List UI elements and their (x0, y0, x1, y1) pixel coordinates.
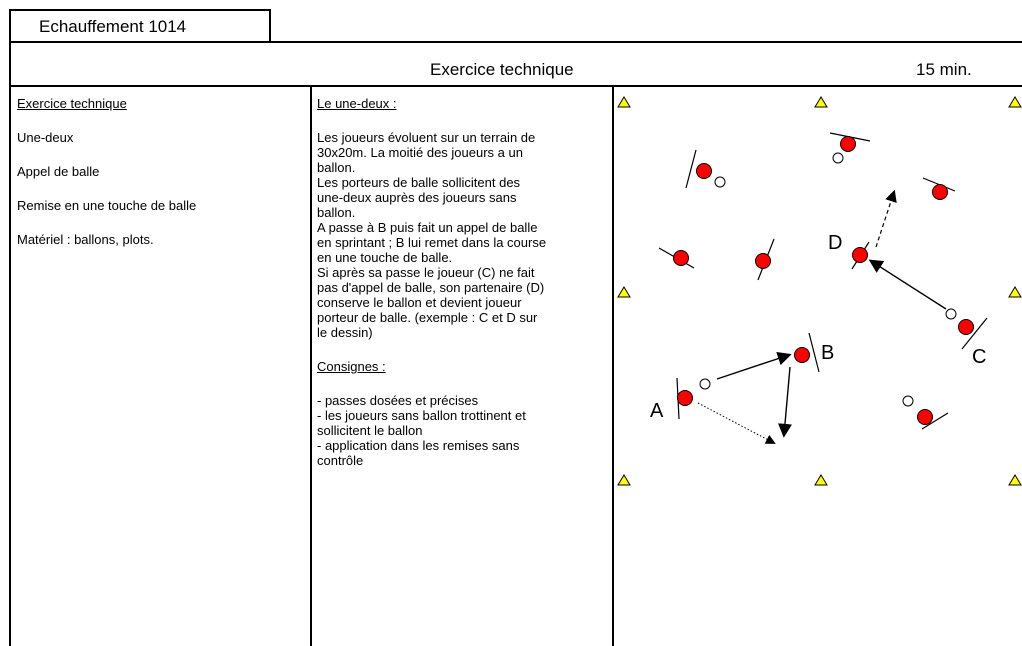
description-line: ballon. (317, 160, 356, 175)
objective-item: Appel de balle (17, 164, 100, 179)
instruction-line: contrôle (317, 453, 364, 468)
exercise-title: Exercice technique (430, 60, 574, 79)
pass-arrow (716, 351, 792, 380)
instruction-line: - passes dosées et précises (317, 393, 479, 408)
player-b: B (794, 332, 834, 373)
cone-marker (1008, 96, 1022, 108)
drill-diagram: D C B A (614, 87, 1022, 646)
cone-marker (814, 474, 828, 486)
session-title: Echauffement 1014 (9, 9, 271, 41)
player-c: C (945, 308, 988, 368)
player-d: D (828, 232, 870, 270)
run-arrow (697, 402, 776, 444)
description-line: Les porteurs de balle sollicitent des (317, 175, 521, 190)
equipment-item: Matériel : ballons, plots. (17, 232, 154, 247)
return-pass-arrow (778, 366, 792, 438)
description-line: ballon. (317, 205, 356, 220)
objectives-heading: Exercice technique (17, 96, 127, 111)
description-line: A passe à B puis fait un appel de balle (317, 220, 538, 235)
cone-marker (1008, 474, 1022, 486)
player (658, 247, 695, 269)
cone-marker (814, 96, 828, 108)
cone-marker (617, 96, 631, 108)
player (922, 177, 956, 200)
objective-item: Remise en une touche de balle (17, 198, 197, 213)
label-b: B (821, 342, 834, 364)
player (755, 238, 775, 281)
description-column: Le une-deux : Les joueurs évoluent sur u… (312, 87, 614, 646)
description-line: en une touche de balle. (317, 250, 453, 265)
field-diagram: D C B A (617, 96, 1022, 486)
description-heading: Le une-deux : (317, 96, 397, 111)
player-with-ball (685, 149, 726, 189)
pass-arrow (868, 259, 947, 310)
cone-marker (617, 474, 631, 486)
description-line: le dessin) (317, 325, 373, 340)
description-line: 30x20m. La moitié des joueurs a un (317, 145, 523, 160)
objectives-column: Exercice technique Une-deux Appel de bal… (9, 87, 312, 646)
description-line: Si après sa passe le joueur (C) ne fait (317, 265, 535, 280)
exercise-duration: 15 min. (916, 60, 972, 79)
label-d: D (828, 232, 842, 254)
player-with-ball (829, 132, 871, 164)
description-line: conserve le ballon et devient joueur (317, 295, 522, 310)
player-a: A (650, 377, 711, 422)
run-arrow (875, 189, 897, 248)
cone-marker (1008, 286, 1022, 298)
cone-marker (617, 286, 631, 298)
description-line: une-deux auprès des joueurs sans (317, 190, 517, 205)
header-bar (9, 41, 1022, 87)
player-with-ball (902, 395, 949, 430)
label-c: C (972, 346, 986, 368)
objective-item: Une-deux (17, 130, 74, 145)
description-line: en sprintant ; B lui remet dans la cours… (317, 235, 547, 250)
description-line: porteur de balle. (exemple : C et D sur (317, 310, 538, 325)
instructions-heading: Consignes : (317, 359, 386, 374)
instruction-line: sollicitent le ballon (317, 423, 423, 438)
description-line: Les joueurs évoluent sur un terrain de (317, 130, 536, 145)
label-a: A (650, 400, 664, 422)
instruction-line: - application dans les remises sans (317, 438, 520, 453)
description-line: pas d'appel de balle, son partenaire (D) (317, 280, 545, 295)
instruction-line: - les joueurs sans ballon trottinent et (317, 408, 526, 423)
